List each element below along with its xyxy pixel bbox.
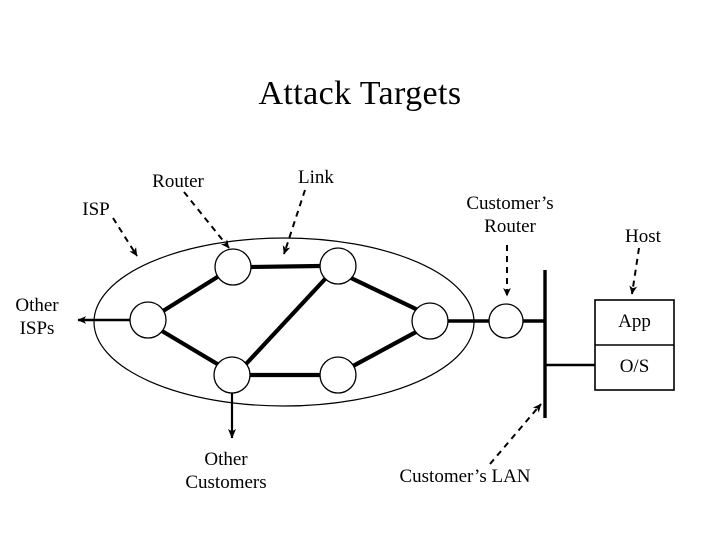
label-customers-lan: Customer’s LAN: [399, 466, 531, 487]
label-other-isps-line2: ISPs: [19, 318, 55, 339]
link-west-southwest: [160, 329, 221, 367]
label-other-customers: Other Customers: [166, 448, 286, 494]
label-router: Router: [152, 171, 204, 192]
router-node-isp-southwest[interactable]: [213, 356, 251, 394]
router-node-isp-northeast[interactable]: [319, 247, 357, 285]
leader-isp: [112, 217, 138, 257]
isp-link-group: [160, 263, 419, 378]
link-northwest-northeast: [250, 263, 321, 270]
link-southwest-northeast: [244, 276, 328, 366]
leader-link: [282, 189, 306, 255]
router-node-group: [129, 247, 524, 394]
router-node-isp-northwest[interactable]: [214, 248, 252, 286]
router-node-isp-west[interactable]: [129, 301, 167, 339]
annotation-leader-group: [112, 189, 640, 465]
label-host: Host: [625, 226, 661, 247]
host-box-os-label: O/S: [619, 356, 650, 377]
leader-host: [629, 247, 640, 295]
router-node-isp-southeast[interactable]: [319, 356, 357, 394]
host-box-group: [594, 299, 675, 391]
page-title: Attack Targets: [258, 75, 462, 112]
label-other-isps: Other ISPs: [2, 294, 72, 340]
label-customers-router-line1: Customer’s: [466, 193, 554, 214]
label-customers-router: Customer’s Router: [440, 192, 580, 238]
label-other-isps-line1: Other: [15, 295, 59, 316]
link-west-northwest: [161, 274, 221, 313]
leader-customers-lan: [489, 403, 542, 465]
label-link: Link: [298, 167, 334, 188]
label-isp: ISP: [82, 199, 110, 220]
leader-router: [183, 191, 230, 249]
label-other-customers-line1: Other: [204, 449, 248, 470]
label-customers-router-line2: Router: [484, 216, 536, 237]
link-northeast-east: [350, 276, 419, 312]
router-node-isp-east[interactable]: [411, 302, 449, 340]
link-southeast-east: [352, 330, 417, 368]
label-other-customers-line2: Customers: [185, 472, 267, 493]
router-node-customer[interactable]: [488, 303, 524, 339]
host-box-app-label: App: [618, 311, 651, 332]
